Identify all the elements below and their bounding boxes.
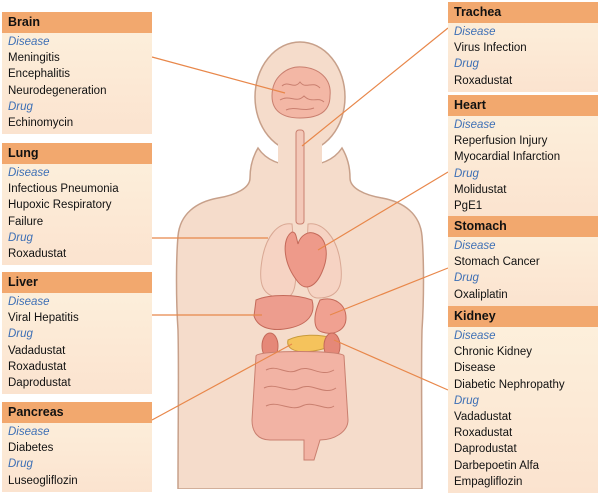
panel-title: Kidney <box>448 306 598 327</box>
disease-item: Diabetic Nephropathy <box>454 378 565 391</box>
connector-trachea <box>301 27 449 147</box>
drug-label: Drug <box>454 272 479 285</box>
drug-item: Luseogliflozin <box>8 474 78 487</box>
disease-label: Disease <box>8 36 50 48</box>
connector-kidney <box>333 339 449 391</box>
disease-item: Stomach Cancer <box>454 256 540 269</box>
connector-lines <box>151 27 449 421</box>
drug-item: Echinomycin <box>8 117 74 130</box>
disease-label: Disease <box>454 330 496 342</box>
kidney-panel: Kidney Disease Chronic Kidney Disease Di… <box>448 306 598 493</box>
drug-label: Drug <box>454 394 479 407</box>
drug-item: Roxadustat <box>8 248 67 261</box>
disease-item: Disease <box>454 362 496 375</box>
trachea-organ <box>295 129 305 225</box>
drug-label: Drug <box>8 231 33 244</box>
drug-item: Oxaliplatin <box>454 288 508 301</box>
connector-pancreas <box>151 343 293 421</box>
disease-label: Disease <box>454 119 496 131</box>
liver-panel: Liver Disease Viral Hepatitis Drug Vadad… <box>2 272 152 395</box>
connector-heart <box>317 171 449 251</box>
brain-organ <box>271 66 331 119</box>
drug-item: Roxadustat <box>454 427 513 440</box>
disease-label: Disease <box>8 167 50 179</box>
lung-panel: Lung Disease Infectious Pneumonia Hupoxi… <box>2 143 152 266</box>
panel-title: Trachea <box>448 2 598 23</box>
heart-panel: Heart Disease Reperfusion Injury Myocard… <box>448 95 598 218</box>
disease-item: Encephalitis <box>8 68 71 81</box>
disease-item: Myocardial Infarction <box>454 151 561 164</box>
trachea-panel: Trachea Disease Virus Infection Drug Rox… <box>448 2 598 92</box>
connector-stomach <box>329 267 449 316</box>
disease-item: Virus Infection <box>454 42 527 55</box>
panel-title: Liver <box>2 272 152 293</box>
drug-label: Drug <box>8 100 33 113</box>
disease-item: Failure <box>8 215 44 228</box>
drug-label: Drug <box>8 458 33 471</box>
drug-item: PgE1 <box>454 200 483 213</box>
panel-title: Stomach <box>448 216 598 237</box>
disease-item: Infectious Pneumonia <box>8 183 119 196</box>
drug-label: Drug <box>8 328 33 341</box>
intestine-coils <box>263 367 337 409</box>
drug-label: Drug <box>454 167 479 180</box>
drug-item: Roxadustat <box>8 360 67 373</box>
disease-label: Disease <box>8 426 50 438</box>
drug-item: Vadadustat <box>454 411 512 424</box>
brain-folds <box>279 81 325 111</box>
drug-item: Molidustat <box>454 183 507 196</box>
pancreas-panel: Pancreas Disease Diabetes Drug Luseoglif… <box>2 402 152 492</box>
intestines-organ <box>251 351 349 461</box>
disease-item: Diabetes <box>8 442 54 455</box>
drug-item: Roxadustat <box>454 74 513 87</box>
panel-title: Brain <box>2 12 152 33</box>
brain-panel: Brain Disease Meningitis Encephalitis Ne… <box>2 12 152 135</box>
heart-organ <box>284 231 327 288</box>
drug-item: Darbepoetin Alfa <box>454 459 540 472</box>
drug-item: Empagliflozin <box>454 475 523 488</box>
connector-brain <box>151 56 286 94</box>
stomach-panel: Stomach Disease Stomach Cancer Drug Oxal… <box>448 216 598 306</box>
disease-item: Reperfusion Injury <box>454 135 548 148</box>
disease-label: Disease <box>454 240 496 252</box>
disease-item: Hupoxic Respiratory <box>8 199 112 212</box>
drug-item: Daprodustat <box>8 377 71 390</box>
panel-title: Pancreas <box>2 402 152 423</box>
panel-title: Heart <box>448 95 598 116</box>
disease-label: Disease <box>8 296 50 308</box>
drug-item: Daprodustat <box>454 443 517 456</box>
liver-organ <box>253 295 314 330</box>
disease-label: Disease <box>454 26 496 38</box>
organs <box>251 66 349 461</box>
disease-item: Chronic Kidney <box>454 346 532 359</box>
stomach-organ <box>314 298 347 334</box>
drug-item: Vadadustat <box>8 344 66 357</box>
disease-item: Meningitis <box>8 52 60 65</box>
disease-item: Neurodegeneration <box>8 84 107 97</box>
drug-label: Drug <box>454 58 479 71</box>
disease-item: Viral Hepatitis <box>8 312 79 325</box>
panel-title: Lung <box>2 143 152 164</box>
